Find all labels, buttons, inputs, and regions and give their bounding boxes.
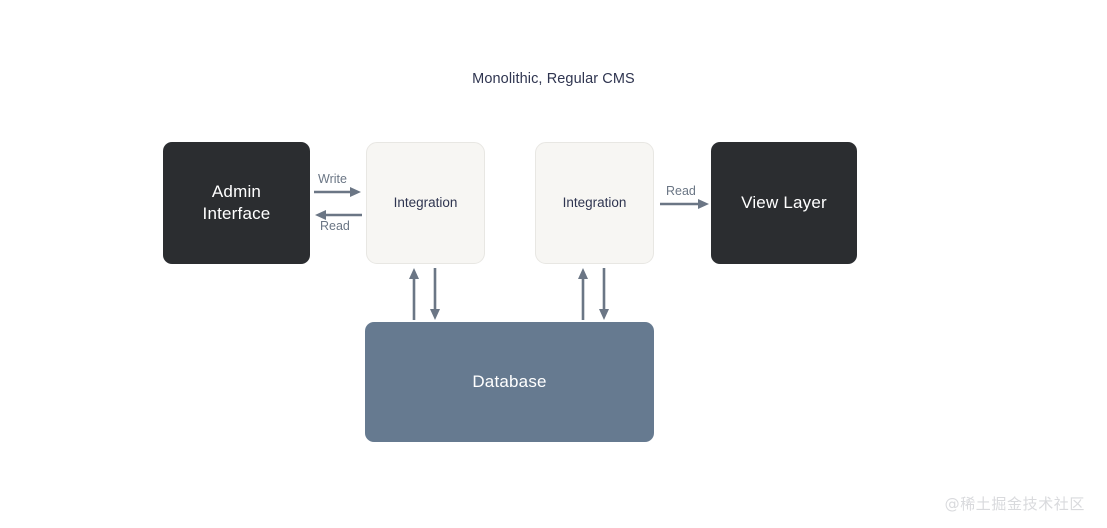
node-view-layer: View Layer (711, 142, 857, 264)
node-integration-right-label: Integration (562, 195, 627, 211)
node-admin-interface-label: Admin Interface (202, 181, 271, 223)
arrow-db-up-left (409, 268, 419, 320)
node-view-layer-label: View Layer (741, 192, 827, 212)
page-title: Monolithic, Regular CMS (472, 71, 635, 87)
arrow-db-down-right (599, 268, 609, 320)
node-database-label: Database (472, 371, 547, 391)
node-admin-interface: Admin Interface (163, 142, 310, 264)
arrow-db-down-left (430, 268, 440, 320)
arrow-db-up-right (578, 268, 588, 320)
node-database: Database (365, 322, 654, 442)
watermark: @稀土掘金技术社区 (944, 495, 1085, 513)
node-integration-right: Integration (535, 142, 654, 264)
arrow-read-view (660, 199, 709, 209)
arrow-write (314, 187, 361, 197)
node-integration-left-label: Integration (393, 195, 458, 211)
node-integration-left: Integration (366, 142, 485, 264)
edge-label-write: Write (318, 172, 347, 186)
edge-label-read-view: Read (666, 184, 696, 198)
edge-label-read-admin: Read (320, 219, 350, 233)
